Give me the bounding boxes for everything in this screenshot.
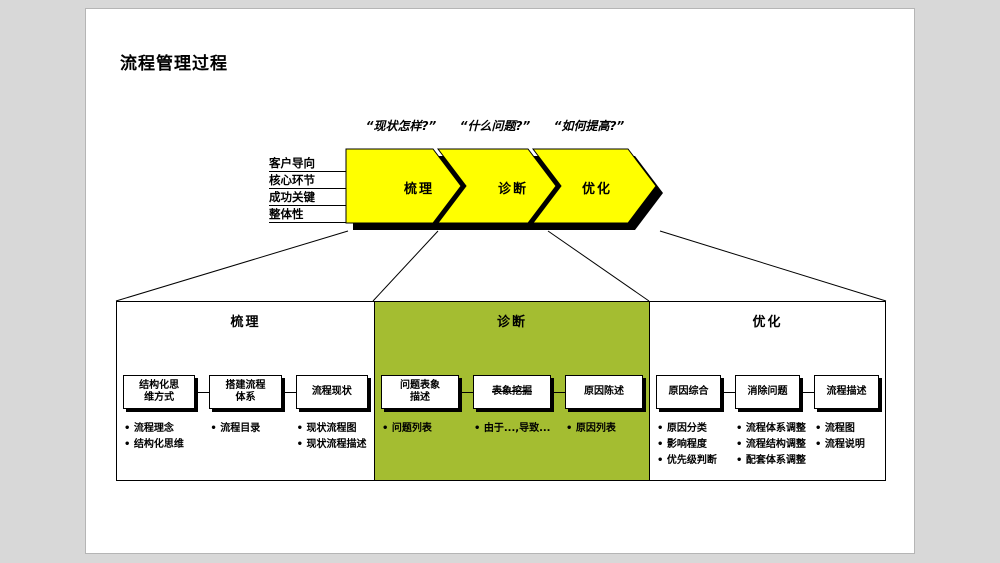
bullet-item: 流程体系调整 bbox=[736, 421, 806, 437]
step-box-label: 表象挖掘 bbox=[492, 385, 532, 397]
step-box-label: 消除问题 bbox=[747, 385, 788, 397]
step-box-label: 流程描述 bbox=[826, 385, 867, 397]
fan-line-left bbox=[115, 230, 349, 302]
arrow-label-shuli: 梳理 bbox=[403, 182, 434, 197]
step-box: 消除问题 bbox=[721, 375, 800, 409]
bullet-item: 原因分类 bbox=[657, 421, 721, 437]
slide: 流程管理过程 “现状怎样?” “什么问题?” “如何提高?” 客户导向 核心环节… bbox=[85, 8, 915, 554]
step-box: 表象挖掘 bbox=[459, 375, 551, 409]
section-youhua: 优化 原因综合 原因分类 影响程度 优先级判断 消除问题 bbox=[650, 302, 885, 480]
step-box-label: 原因综合 bbox=[668, 385, 709, 397]
step-column: 搭建流程 体系 流程目录 bbox=[195, 375, 282, 453]
fan-line-right bbox=[659, 230, 887, 302]
question-how-improve: “如何提高?” bbox=[553, 119, 625, 133]
bullet-list: 原因列表 bbox=[565, 421, 643, 437]
bullet-list: 问题列表 bbox=[381, 421, 459, 437]
question-what-problem: “什么问题?” bbox=[459, 119, 531, 133]
section-shuli: 梳理 结构化思 维方式 流程理念 结构化思维 搭建流程 体系 bbox=[117, 302, 374, 480]
step-box: 流程现状 bbox=[281, 375, 368, 409]
step-box: 结构化思 维方式 bbox=[123, 375, 196, 409]
step-box: 原因综合 bbox=[656, 375, 721, 409]
bullet-list: 流程体系调整 流程结构调整 配套体系调整 bbox=[735, 421, 806, 469]
bullet-list: 原因分类 影响程度 优先级判断 bbox=[656, 421, 721, 469]
section-zhenduan: 诊断 问题表象 描述 问题列表 表象挖掘 由于...,导致... bbox=[374, 302, 650, 480]
step-box: 问题表象 描述 bbox=[381, 375, 459, 409]
bullet-item: 问题列表 bbox=[382, 421, 459, 437]
section-title: 梳理 bbox=[230, 315, 261, 330]
section-title: 优化 bbox=[752, 315, 783, 330]
bullet-item: 优先级判断 bbox=[657, 453, 721, 469]
step-box-label: 结构化思 维方式 bbox=[139, 379, 180, 404]
step-box: 搭建流程 体系 bbox=[195, 375, 282, 409]
step-box-label: 流程现状 bbox=[311, 385, 352, 397]
step-column: 流程描述 流程图 流程说明 bbox=[800, 375, 879, 469]
step-column: 表象挖掘 由于...,导致... bbox=[459, 375, 551, 437]
step-box: 流程描述 bbox=[800, 375, 879, 409]
bullet-list: 流程目录 bbox=[209, 421, 281, 437]
section-columns: 原因综合 原因分类 影响程度 优先级判断 消除问题 流程体系调整 流程结构调整 bbox=[650, 375, 885, 469]
page-title: 流程管理过程 bbox=[120, 54, 228, 74]
side-label-success-key: 成功关键 bbox=[269, 189, 347, 206]
step-box: 原因陈述 bbox=[551, 375, 643, 409]
bullet-item: 流程图 bbox=[815, 421, 879, 437]
section-columns: 问题表象 描述 问题列表 表象挖掘 由于...,导致... bbox=[375, 375, 649, 437]
bullet-item: 流程说明 bbox=[815, 437, 879, 453]
bullet-item: 现状流程图 bbox=[297, 421, 368, 437]
bullet-item: 配套体系调整 bbox=[736, 453, 806, 469]
step-column: 消除问题 流程体系调整 流程结构调整 配套体系调整 bbox=[721, 375, 806, 469]
step-column: 结构化思 维方式 流程理念 结构化思维 bbox=[123, 375, 196, 453]
arrow-label-zhenduan: 诊断 bbox=[497, 182, 528, 197]
step-column: 问题表象 描述 问题列表 bbox=[381, 375, 459, 437]
bullet-item: 影响程度 bbox=[657, 437, 721, 453]
arrow-input-labels: 客户导向 核心环节 成功关键 整体性 bbox=[269, 155, 347, 223]
fan-line-mid-right bbox=[547, 230, 650, 302]
side-label-customer-oriented: 客户导向 bbox=[269, 155, 347, 172]
side-label-core-links: 核心环节 bbox=[269, 172, 347, 189]
bullet-item: 由于...,导致... bbox=[474, 421, 551, 437]
bullet-item: 流程目录 bbox=[210, 421, 281, 437]
side-label-integrity: 整体性 bbox=[269, 206, 347, 223]
step-column: 原因综合 原因分类 影响程度 优先级判断 bbox=[656, 375, 721, 469]
bullet-list: 流程图 流程说明 bbox=[814, 421, 879, 453]
question-current-state: “现状怎样?” bbox=[365, 119, 437, 133]
detail-panel: 梳理 结构化思 维方式 流程理念 结构化思维 搭建流程 体系 bbox=[116, 301, 886, 481]
bullet-list: 流程理念 结构化思维 bbox=[123, 421, 195, 453]
arrow-label-youhua: 优化 bbox=[581, 182, 612, 197]
bullet-item: 现状流程描述 bbox=[297, 437, 368, 453]
step-column: 流程现状 现状流程图 现状流程描述 bbox=[281, 375, 368, 453]
step-box-label: 问题表象 描述 bbox=[400, 379, 440, 404]
bullet-item: 流程理念 bbox=[124, 421, 195, 437]
bullet-item: 结构化思维 bbox=[124, 437, 195, 453]
bullet-item: 流程结构调整 bbox=[736, 437, 806, 453]
bullet-item: 原因列表 bbox=[566, 421, 643, 437]
step-column: 原因陈述 原因列表 bbox=[551, 375, 643, 437]
section-columns: 结构化思 维方式 流程理念 结构化思维 搭建流程 体系 流程目录 bbox=[117, 375, 374, 453]
bullet-list: 现状流程图 现状流程描述 bbox=[296, 421, 368, 453]
section-title: 诊断 bbox=[496, 315, 527, 330]
bullet-list: 由于...,导致... bbox=[473, 421, 551, 437]
step-box-label: 原因陈述 bbox=[584, 385, 624, 397]
fan-line-mid-left bbox=[372, 230, 439, 302]
step-box-label: 搭建流程 体系 bbox=[225, 379, 266, 404]
